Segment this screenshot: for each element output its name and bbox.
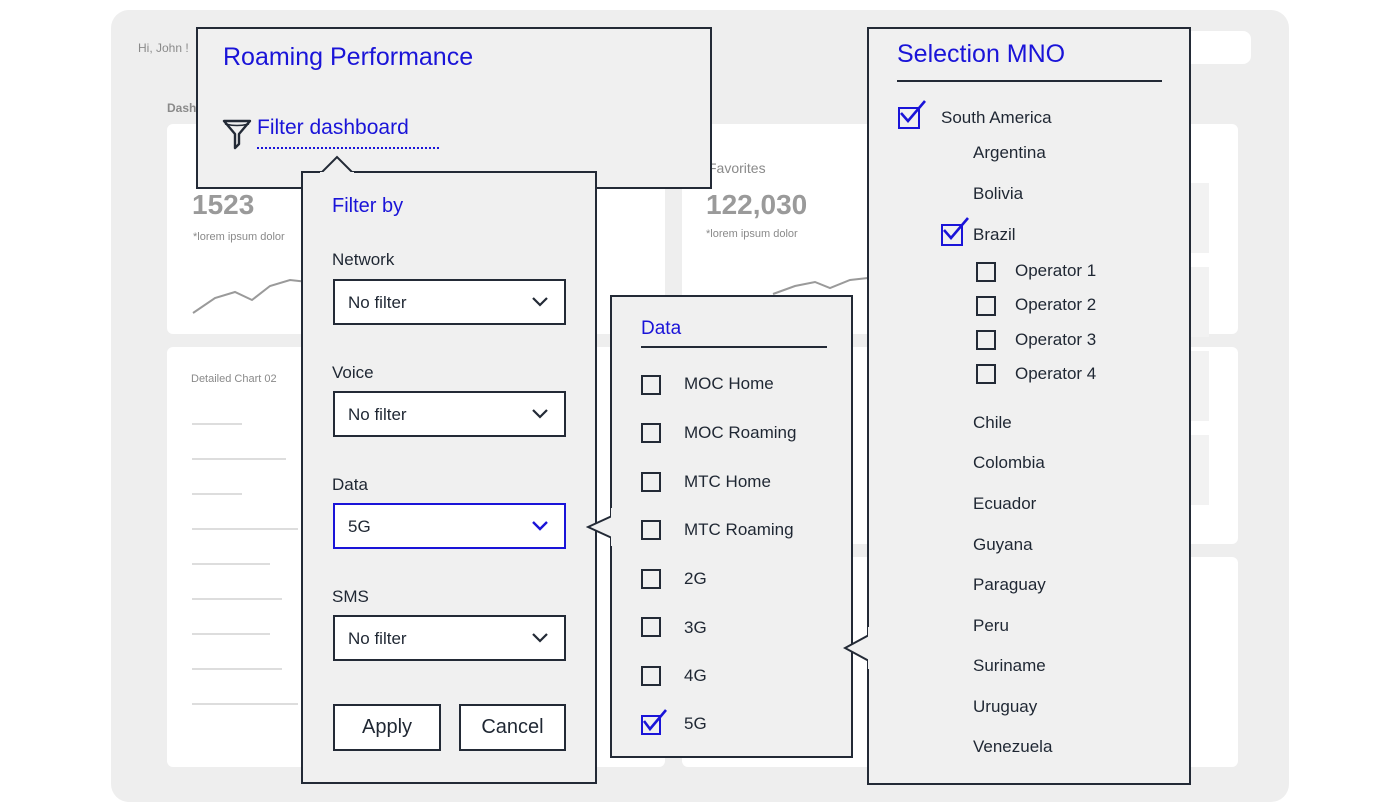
3g-checkbox[interactable] [641, 617, 661, 637]
operator-1-label: Operator 1 [1015, 261, 1097, 280]
metric-note-1: *lorem ipsum dolor [193, 231, 285, 243]
operator-3-label: Operator 3 [1015, 330, 1097, 349]
data-panel-title: Data [641, 318, 682, 339]
chart-line [192, 423, 242, 425]
chart-line [192, 458, 286, 460]
filter-dashboard-label[interactable]: Filter dashboard [257, 116, 409, 139]
section-label: Dashboard [167, 101, 197, 115]
chevron-down-icon [532, 521, 548, 531]
filter-panel-pointer [320, 155, 354, 175]
operator-2-checkbox[interactable] [976, 296, 996, 316]
detailed-chart-title: Detailed Chart 02 [191, 373, 277, 385]
2g-label: 2G [684, 569, 707, 588]
chart-line [192, 598, 282, 600]
3g-label: 3G [684, 618, 707, 637]
country-argentina[interactable]: Argentina [973, 143, 1046, 162]
metric-value-1: 1523 [192, 189, 255, 220]
brazil-checkbox[interactable] [941, 217, 969, 246]
mtc-home-label: MTC Home [684, 472, 771, 491]
network-select-value: No filter [348, 293, 407, 312]
4g-checkbox[interactable] [641, 666, 661, 686]
south-america-label: South America [941, 108, 1052, 127]
favorites-label: Favorites [708, 160, 766, 176]
metric-note-2: *lorem ipsum dolor [706, 228, 798, 240]
greeting-text: Hi, John ! [138, 41, 189, 55]
country-suriname[interactable]: Suriname [973, 656, 1046, 675]
moc-home-checkbox[interactable] [641, 375, 661, 395]
data-select[interactable]: 5G [333, 503, 566, 549]
network-label: Network [332, 250, 395, 269]
chevron-down-icon [532, 409, 548, 419]
filter-link-underline [257, 147, 439, 149]
sparkline-1 [192, 278, 309, 314]
sms-select[interactable]: No filter [333, 615, 566, 661]
checkmark-icon [943, 217, 969, 240]
2g-checkbox[interactable] [641, 569, 661, 589]
apply-button[interactable]: Apply [333, 704, 441, 751]
metric-value-2: 122,030 [706, 189, 808, 220]
chevron-down-icon [532, 633, 548, 643]
voice-select-value: No filter [348, 405, 407, 424]
filter-by-panel [301, 171, 597, 784]
south-america-checkbox[interactable] [898, 100, 926, 129]
data-title-underline [641, 346, 827, 348]
operator-4-label: Operator 4 [1015, 364, 1097, 383]
checkmark-icon [900, 100, 926, 123]
voice-select[interactable]: No filter [333, 391, 566, 437]
operator-2-label: Operator 2 [1015, 295, 1097, 314]
mno-title-underline [897, 80, 1162, 82]
chevron-down-icon [532, 297, 548, 307]
selection-mno-panel [867, 27, 1191, 785]
mtc-roaming-checkbox[interactable] [641, 520, 661, 540]
sms-select-value: No filter [348, 629, 407, 648]
mtc-roaming-label: MTC Roaming [684, 520, 794, 539]
country-ecuador[interactable]: Ecuador [973, 494, 1037, 513]
cancel-button[interactable]: Cancel [459, 704, 566, 751]
operator-3-checkbox[interactable] [976, 330, 996, 350]
chart-line [192, 493, 242, 495]
country-colombia[interactable]: Colombia [973, 453, 1045, 472]
sparkline-2 [772, 277, 869, 295]
sms-label: SMS [332, 587, 369, 606]
checkmark-icon [642, 709, 667, 732]
selection-mno-title: Selection MNO [897, 40, 1066, 68]
operator-1-checkbox[interactable] [976, 262, 996, 282]
mtc-home-checkbox[interactable] [641, 472, 661, 492]
data-select-value: 5G [348, 517, 371, 536]
country-uruguay[interactable]: Uruguay [973, 697, 1038, 716]
5g-label: 5G [684, 714, 707, 733]
chart-line [192, 563, 270, 565]
data-panel-pointer [586, 508, 614, 546]
filter-dashboard-link[interactable]: Filter dashboard [222, 116, 442, 152]
moc-roaming-checkbox[interactable] [641, 423, 661, 443]
moc-home-label: MOC Home [684, 374, 774, 393]
country-chile[interactable]: Chile [973, 413, 1012, 432]
moc-roaming-label: MOC Roaming [684, 423, 797, 442]
country-brazil[interactable]: Brazil [973, 225, 1016, 244]
country-paraguay[interactable]: Paraguay [973, 575, 1046, 594]
country-bolivia[interactable]: Bolivia [973, 184, 1024, 203]
data-label: Data [332, 475, 368, 494]
roaming-performance-title: Roaming Performance [223, 43, 474, 71]
voice-label: Voice [332, 363, 374, 382]
country-guyana[interactable]: Guyana [973, 535, 1033, 554]
filter-by-title: Filter by [332, 195, 404, 217]
mno-panel-pointer [843, 627, 871, 669]
country-venezuela[interactable]: Venezuela [973, 737, 1053, 756]
chart-line [192, 633, 270, 635]
5g-checkbox[interactable] [641, 709, 667, 735]
operator-4-checkbox[interactable] [976, 364, 996, 384]
4g-label: 4G [684, 666, 707, 685]
country-peru[interactable]: Peru [973, 616, 1009, 635]
funnel-icon [222, 119, 252, 150]
network-select[interactable]: No filter [333, 279, 566, 325]
chart-line [192, 668, 282, 670]
chart-line [192, 528, 298, 530]
chart-line [192, 703, 298, 705]
